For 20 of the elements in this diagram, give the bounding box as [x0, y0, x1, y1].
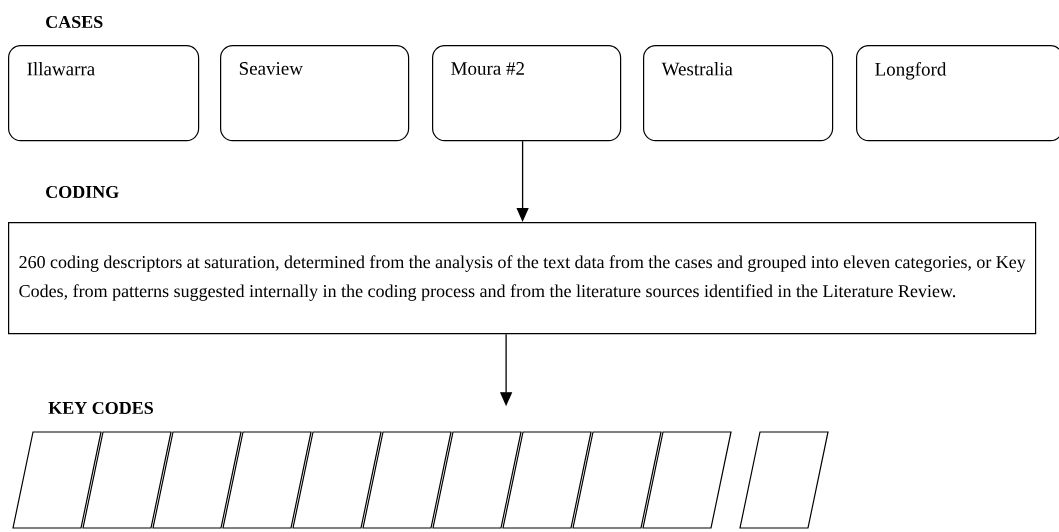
key-code-parallelogram	[362, 431, 452, 529]
key-code-parallelogram	[12, 431, 102, 529]
case-box: Seaview	[220, 45, 410, 142]
key-code-parallelogram	[642, 431, 732, 529]
case-box: Moura #2	[432, 45, 622, 142]
heading: CASES	[46, 15, 103, 29]
key-code-parallelogram	[292, 431, 382, 529]
key-code-parallelogram	[432, 431, 522, 529]
key-code-parallelogram	[502, 431, 592, 529]
case-box: Westralia	[643, 45, 834, 142]
key-code-parallelogram	[152, 431, 242, 529]
case-box: Longford	[856, 45, 1059, 142]
coding-box: 260 coding descriptors at saturation, determined from the analysis of the text data from the cases and grouped into eleven categories, or Key Codes, from patterns suggested internally in the coding process and from the literature sources identified in the Literature Review.	[8, 222, 1037, 335]
key-code-parallelogram	[222, 431, 312, 529]
case-box: Illawarra	[8, 45, 200, 142]
key-code-parallelogram	[572, 431, 662, 529]
heading: CODING	[46, 185, 119, 199]
heading: KEY CODES	[48, 401, 153, 415]
key-code-parallelogram	[82, 431, 172, 529]
key-code-parallelogram	[739, 431, 829, 529]
